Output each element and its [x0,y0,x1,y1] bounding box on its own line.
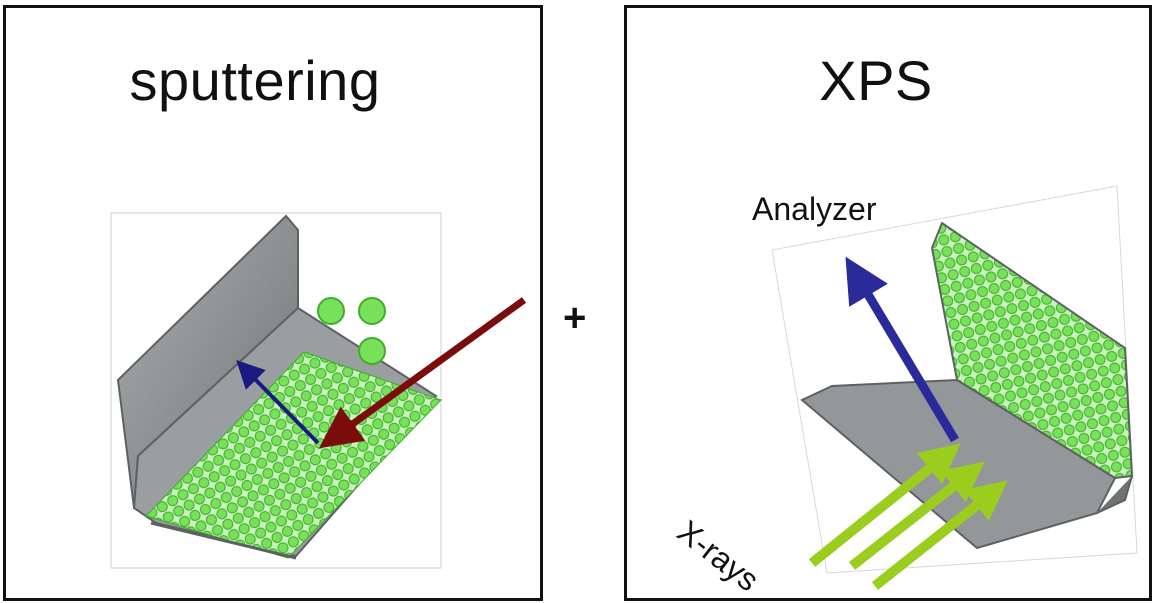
ion-beam-arrow-icon [318,297,527,449]
outgoing-direction-arrow-icon [236,360,320,445]
xps-diagram [771,185,1138,590]
sample-frame [110,212,442,569]
sputtered-atom-icon [358,337,386,365]
xps-panel: XPS [624,5,1152,601]
xray-arrow-icon [808,443,961,567]
analyzer-label: Analyzer [752,191,877,227]
l-bracket-sample-icon [800,221,1134,550]
sputtered-atoms [317,297,386,365]
sputtering-title: sputtering [129,49,381,112]
sputtering-diagram [110,212,527,569]
xray-arrows [808,443,1008,590]
l-bracket-sample-icon [116,214,442,560]
sputtering-panel: sputtering [3,5,543,601]
xray-arrow-icon [871,480,1008,590]
xps-title: XPS [819,49,933,112]
sputtered-atom-icon [358,297,386,325]
sample-frame [771,185,1138,574]
plus-operator: + [563,296,587,340]
analyzer-arrow-icon [845,256,959,443]
xray-arrow-icon [848,461,985,570]
sputtered-atom-icon [317,297,345,325]
